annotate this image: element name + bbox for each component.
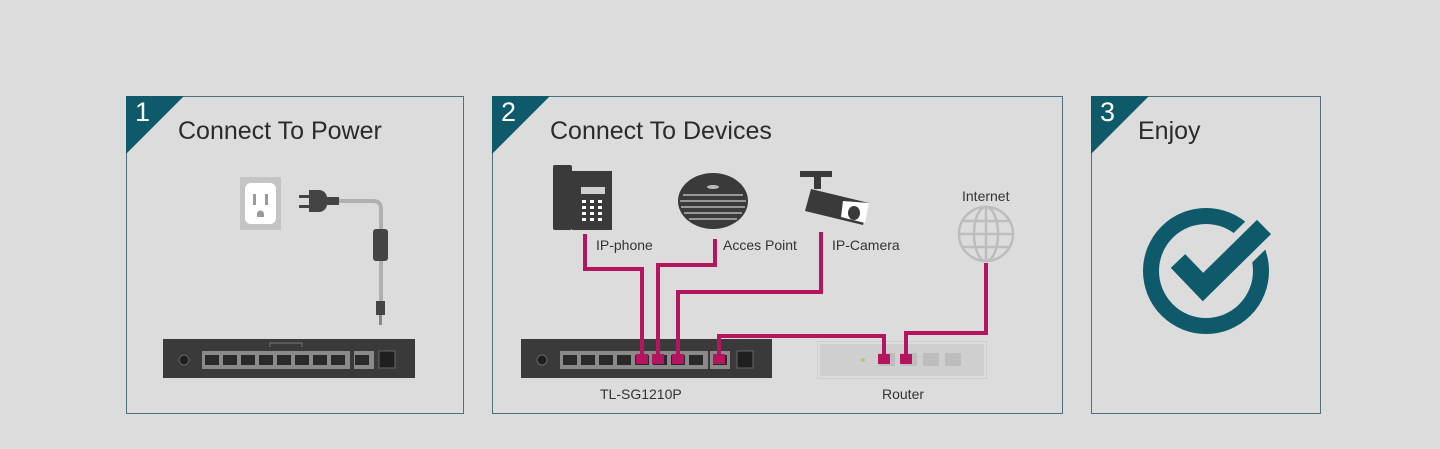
- ip-camera-icon: [800, 171, 869, 225]
- wall-outlet-icon: [240, 177, 281, 230]
- switch-uplink-port: [355, 355, 369, 365]
- access-point-label: Acces Point: [723, 237, 797, 253]
- switch-port: [331, 355, 345, 365]
- step-corner-3: [1091, 96, 1149, 154]
- switch-port: [617, 355, 631, 365]
- network-cables: [583, 232, 988, 359]
- router-label: Router: [882, 386, 925, 402]
- switch-port: [581, 355, 595, 365]
- power-illustration: [163, 177, 415, 378]
- switch-port: [277, 355, 291, 365]
- devices-illustration: [521, 165, 1015, 379]
- switch-port: [689, 355, 703, 365]
- step-2-panel: 2 Connect To Devices: [492, 96, 1063, 414]
- switch-port: [599, 355, 613, 365]
- switch-port: [563, 355, 577, 365]
- step-title-3: Enjoy: [1138, 117, 1201, 145]
- globe-icon: [957, 205, 1015, 263]
- ip-phone-label: IP-phone: [596, 237, 653, 253]
- step-number-2: 2: [501, 97, 517, 127]
- switch-port: [241, 355, 255, 365]
- checkmark-icon: [1143, 208, 1276, 334]
- ip-camera-label: IP-Camera: [832, 237, 900, 253]
- step-3-panel: 3 Enjoy: [1091, 96, 1321, 414]
- ip-phone-icon: [553, 165, 612, 230]
- step-number-1: 1: [135, 97, 151, 127]
- step-title-2: Connect To Devices: [550, 117, 772, 145]
- step-corner-2: [492, 96, 550, 154]
- step-title-1: Connect To Power: [178, 117, 382, 145]
- switch-port: [313, 355, 327, 365]
- step-number-3: 3: [1100, 97, 1116, 127]
- switch-port: [223, 355, 237, 365]
- step-1-panel: 1 Connect To Power: [126, 96, 464, 414]
- switch-port: [205, 355, 219, 365]
- step-corner-1: [126, 96, 184, 154]
- switch-port: [295, 355, 309, 365]
- internet-label: Internet: [962, 188, 1010, 204]
- switch-port: [259, 355, 273, 365]
- switch-model-label: TL-SG1210P: [600, 386, 682, 402]
- power-plug-icon: [299, 190, 388, 325]
- access-point-icon: [678, 173, 748, 229]
